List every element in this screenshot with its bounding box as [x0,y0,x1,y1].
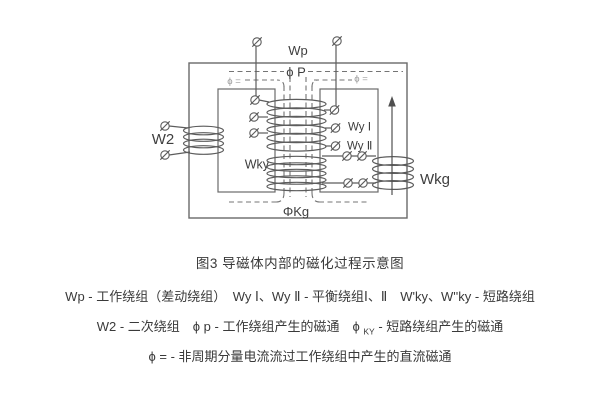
w2-lead-top [168,125,189,129]
terminal-icon [356,150,368,162]
terminal-icon [330,140,341,152]
legend-line-2-text: - 短路绕组产生的磁通 [374,319,504,334]
flux-curve-top-left [276,79,285,88]
winding-connection-lines [168,45,376,184]
terminal-icon [249,94,261,106]
terminal-icon [331,35,343,47]
terminal-icon [159,120,171,132]
terminal-icon [248,111,260,123]
legend-line-2-text: W2 - 二次绕组 ϕ p - 工作绕组产生的磁通 ϕ [96,319,364,334]
label-phi-dc-left: ϕ = [227,76,241,87]
label-wy1: Wy Ⅰ [348,122,371,134]
terminal-icon [357,177,369,189]
wkg-coil [371,156,415,191]
legend-line-2-subscript: KY [363,326,375,337]
core-window-left [217,88,276,193]
flux-curve-top-right [311,79,319,88]
label-phi-p: ϕ P [286,65,306,80]
label-wp: Wp [288,43,308,58]
legend-line-1: Wp - 工作绕组（差动绕组） Wy Ⅰ、Wy Ⅱ - 平衡绕组Ⅰ、Ⅱ W'ky… [65,289,535,304]
label-wky: Wky [245,158,270,172]
legend-line-2: W2 - 二次绕组 ϕ p - 工作绕组产生的磁通 ϕ KY - 短路绕组产生的… [0,316,600,337]
flux-curve-bottom-right [311,192,321,203]
core-outline [188,62,408,219]
label-wy2: Wy Ⅱ [347,141,372,153]
flux-dashed-paths [229,70,403,203]
w2-coil [182,125,225,155]
legend-line-3: ϕ = - 非周期分量电流流过工作绕组中产生的直流磁通 [148,349,452,364]
figure-caption: 图3 导磁体内部的磁化过程示意图 [195,256,405,271]
terminal-icon [329,104,340,116]
terminal-icon [341,150,353,162]
terminal-icon [251,36,263,48]
magnetization-diagram: Wp ϕ P ϕ = ϕ = W2 Wky Wy Ⅰ Wy Ⅱ Wkg ΦKg [152,35,450,219]
label-phi-dc-right: ϕ = [354,74,368,85]
label-phi-kg: ΦKg [283,204,309,219]
center-coil-wky [266,155,327,192]
core-outer-rect [188,62,408,219]
label-w2: W2 [152,131,175,148]
label-wkg: Wkg [420,171,450,188]
flux-direction-arrow [388,96,396,195]
terminals [159,35,369,189]
flux-curve-bottom-left [275,192,285,203]
terminal-icon [330,122,341,134]
terminal-icon [159,149,171,161]
terminal-icon [248,127,260,139]
center-coil-upper [266,98,327,152]
terminal-icon [342,177,354,189]
tap-line [258,99,270,103]
